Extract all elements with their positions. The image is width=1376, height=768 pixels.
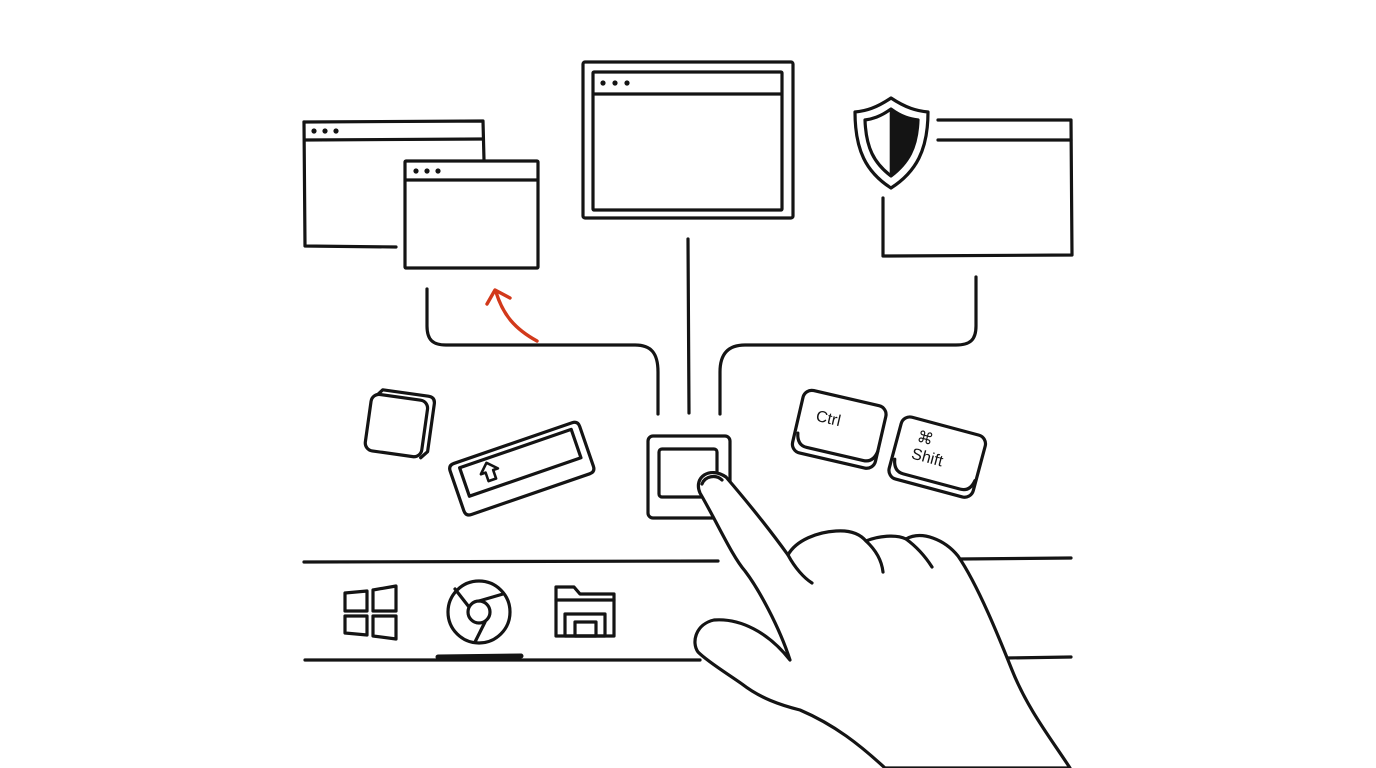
ctrl-key[interactable]: Ctrl bbox=[790, 388, 888, 470]
taskbar bbox=[302, 556, 1073, 662]
shift-key-symbol: ⌘ bbox=[915, 429, 935, 450]
pointing-hand-icon bbox=[693, 471, 1072, 768]
ctrl-key-label: Ctrl bbox=[814, 408, 842, 430]
folder-icon[interactable] bbox=[554, 585, 616, 638]
left-front-window bbox=[403, 159, 540, 270]
shift-key[interactable]: ⌘ Shift bbox=[887, 415, 988, 499]
shift-arrow-icon bbox=[479, 461, 500, 483]
shield-icon bbox=[853, 96, 930, 190]
switch-arrow-icon bbox=[485, 288, 539, 343]
blank-key bbox=[363, 388, 436, 460]
left-back-window bbox=[302, 119, 486, 249]
connector-lines bbox=[425, 237, 978, 416]
shift-arrow-key bbox=[448, 420, 596, 517]
center-window bbox=[581, 60, 795, 220]
right-secure-window bbox=[853, 96, 1074, 258]
chrome-icon[interactable] bbox=[446, 579, 512, 645]
windows-start-icon[interactable] bbox=[343, 584, 398, 641]
